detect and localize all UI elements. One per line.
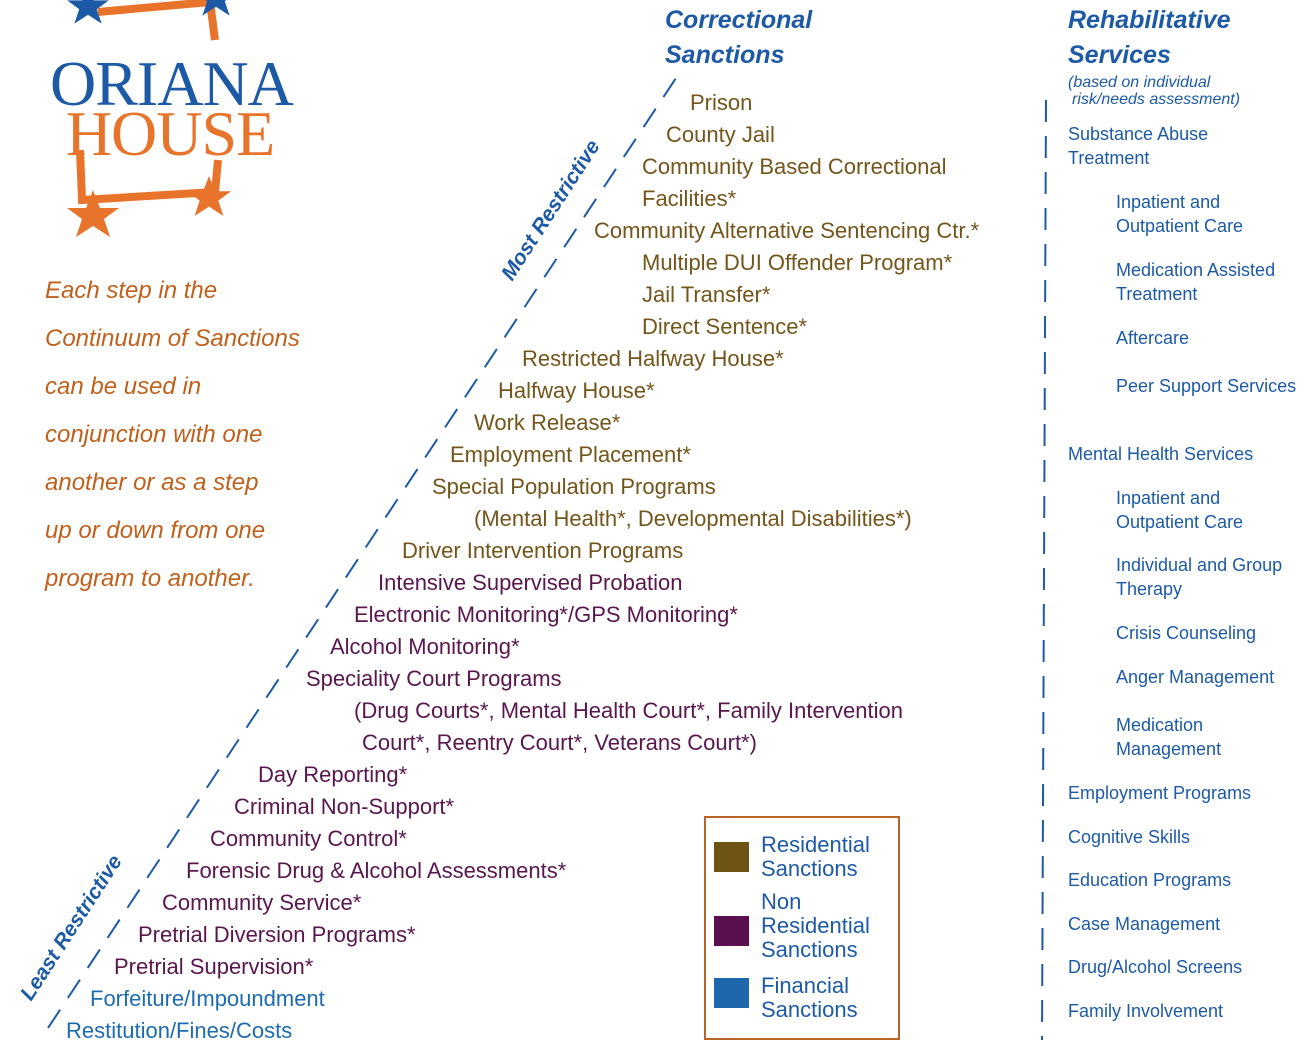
correctional-sanctions-title-line1: Correctional bbox=[665, 6, 813, 34]
sanction-item: Community Service* bbox=[162, 890, 362, 915]
sanction-item: Community Control* bbox=[210, 826, 407, 851]
service-item: Anger Management bbox=[1116, 667, 1275, 687]
sanction-item: Driver Intervention Programs bbox=[402, 538, 684, 563]
service-item: Inpatient and Outpatient Care bbox=[1116, 192, 1244, 236]
intro-line: conjunction with one bbox=[45, 421, 263, 448]
intro-line: another or as a step bbox=[45, 469, 259, 496]
sanction-item: Pretrial Diversion Programs* bbox=[138, 922, 416, 947]
legend-label-nonresidential: Non Residential Sanctions bbox=[761, 889, 870, 962]
sanction-item: Forensic Drug & Alcohol Assessments* bbox=[186, 858, 567, 883]
sanction-item: Intensive Supervised Probation bbox=[378, 570, 683, 595]
sanction-item: Jail Transfer* bbox=[642, 282, 771, 307]
service-item: Inpatient and Outpatient Care bbox=[1116, 488, 1244, 532]
legend-label-residential: Residential Sanctions bbox=[761, 832, 870, 881]
intro-line: can be used in bbox=[45, 373, 202, 400]
service-item: Medication Assisted Treatment bbox=[1116, 260, 1276, 304]
logo-frame-graphic bbox=[67, 0, 232, 237]
rehabilitative-services-title-line1: Rehabilitative bbox=[1068, 6, 1231, 34]
service-item: Medication Management bbox=[1116, 715, 1222, 759]
oriana-house-logo: ORIANA HOUSE bbox=[20, 0, 300, 250]
services-note-line2: risk/needs assessment) bbox=[1072, 91, 1241, 108]
logo-word-oriana: ORIANA bbox=[50, 48, 294, 119]
legend-label-financial: Financial Sanctions bbox=[761, 973, 858, 1022]
sanction-item: Community Based Correctional bbox=[642, 154, 947, 179]
sanction-item: Forfeiture/Impoundment bbox=[90, 986, 325, 1011]
service-item: Individual and Group Therapy bbox=[1116, 555, 1283, 599]
service-item: Peer Support Services bbox=[1116, 376, 1297, 396]
legend: Residential Sanctions Non Residential Sa… bbox=[704, 816, 900, 1040]
sanction-item: Restitution/Fines/Costs bbox=[66, 1018, 293, 1043]
service-item: Employment Programs bbox=[1068, 783, 1252, 803]
sanction-item: Community Alternative Sentencing Ctr.* bbox=[594, 218, 980, 243]
sanction-item: Alcohol Monitoring* bbox=[330, 634, 520, 659]
service-item: Cognitive Skills bbox=[1068, 827, 1191, 847]
service-item: Mental Health Services bbox=[1068, 444, 1254, 464]
service-item: Drug/Alcohol Screens bbox=[1068, 957, 1243, 977]
service-item: Crisis Counseling bbox=[1116, 623, 1257, 643]
services-note-line1: (based on individual bbox=[1068, 74, 1211, 91]
rehabilitative-services-title-line2: Services bbox=[1068, 41, 1171, 69]
sanction-item: Restricted Halfway House* bbox=[522, 346, 784, 371]
intro-line: program to another. bbox=[45, 565, 255, 592]
sanction-item: Halfway House* bbox=[498, 378, 655, 403]
logo-word-house: HOUSE bbox=[65, 98, 275, 169]
sanction-item: Speciality Court Programs bbox=[306, 666, 562, 691]
legend-swatch-nonresidential bbox=[714, 916, 749, 946]
service-item: Substance Abuse Treatment bbox=[1068, 124, 1209, 168]
intro-line: up or down from one bbox=[45, 517, 266, 544]
intro-line: Each step in the bbox=[45, 277, 218, 304]
services-divider-line bbox=[1041, 99, 1047, 1041]
legend-swatch-financial bbox=[714, 978, 749, 1008]
service-item: Aftercare bbox=[1116, 328, 1190, 348]
sanction-item: Direct Sentence* bbox=[642, 314, 808, 339]
correctional-sanctions-title-line2: Sanctions bbox=[665, 41, 785, 69]
service-item: Education Programs bbox=[1068, 870, 1232, 890]
sanction-item: (Mental Health*, Developmental Disabilit… bbox=[474, 506, 912, 531]
sanction-item: Multiple DUI Offender Program* bbox=[642, 250, 953, 275]
sanction-item: Pretrial Supervision* bbox=[114, 954, 314, 979]
intro-line: Continuum of Sanctions bbox=[45, 325, 300, 352]
sanction-item: Work Release* bbox=[474, 410, 621, 435]
sanction-item: Criminal Non-Support* bbox=[234, 794, 455, 819]
sanction-item: (Drug Courts*, Mental Health Court*, Fam… bbox=[354, 698, 903, 723]
sanction-item: Special Population Programs bbox=[432, 474, 716, 499]
service-item: Case Management bbox=[1068, 914, 1221, 934]
sanction-item: Day Reporting* bbox=[258, 762, 408, 787]
service-item: Family Involvement bbox=[1068, 1001, 1224, 1021]
sanction-item: County Jail bbox=[666, 122, 775, 147]
sanction-item: Court*, Reentry Court*, Veterans Court*) bbox=[362, 730, 757, 755]
sanction-item: Employment Placement* bbox=[450, 442, 691, 467]
sanction-item: Electronic Monitoring*/GPS Monitoring* bbox=[354, 602, 738, 627]
sanction-item: Facilities* bbox=[642, 186, 737, 211]
legend-swatch-residential bbox=[714, 842, 749, 872]
sanction-item: Prison bbox=[690, 90, 753, 115]
